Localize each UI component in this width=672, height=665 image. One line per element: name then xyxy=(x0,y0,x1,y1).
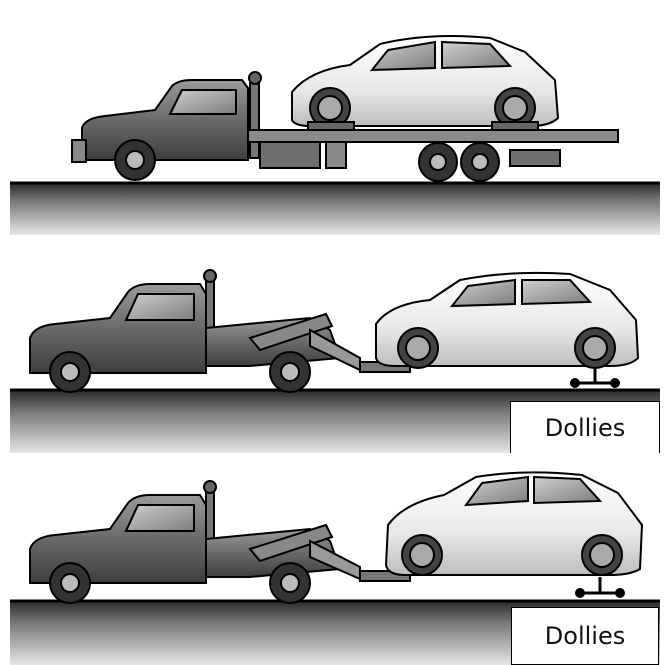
electric-car xyxy=(292,36,558,130)
wheel-lift-dollies-panel: Dollies xyxy=(10,238,660,453)
dollies-label: Dollies xyxy=(510,401,660,453)
electric-car xyxy=(376,273,638,368)
tow-truck xyxy=(30,481,410,603)
dollies-label: Dollies xyxy=(511,607,659,665)
wheel-lift-front-raised-panel: Dollies xyxy=(10,455,660,665)
flatbed-towing-panel xyxy=(10,10,660,235)
electric-car xyxy=(386,472,642,575)
road-surface xyxy=(10,183,660,235)
dolly xyxy=(576,577,624,597)
flatbed-towing-illustration xyxy=(10,10,660,235)
tow-truck xyxy=(30,270,410,392)
dolly xyxy=(571,368,619,387)
